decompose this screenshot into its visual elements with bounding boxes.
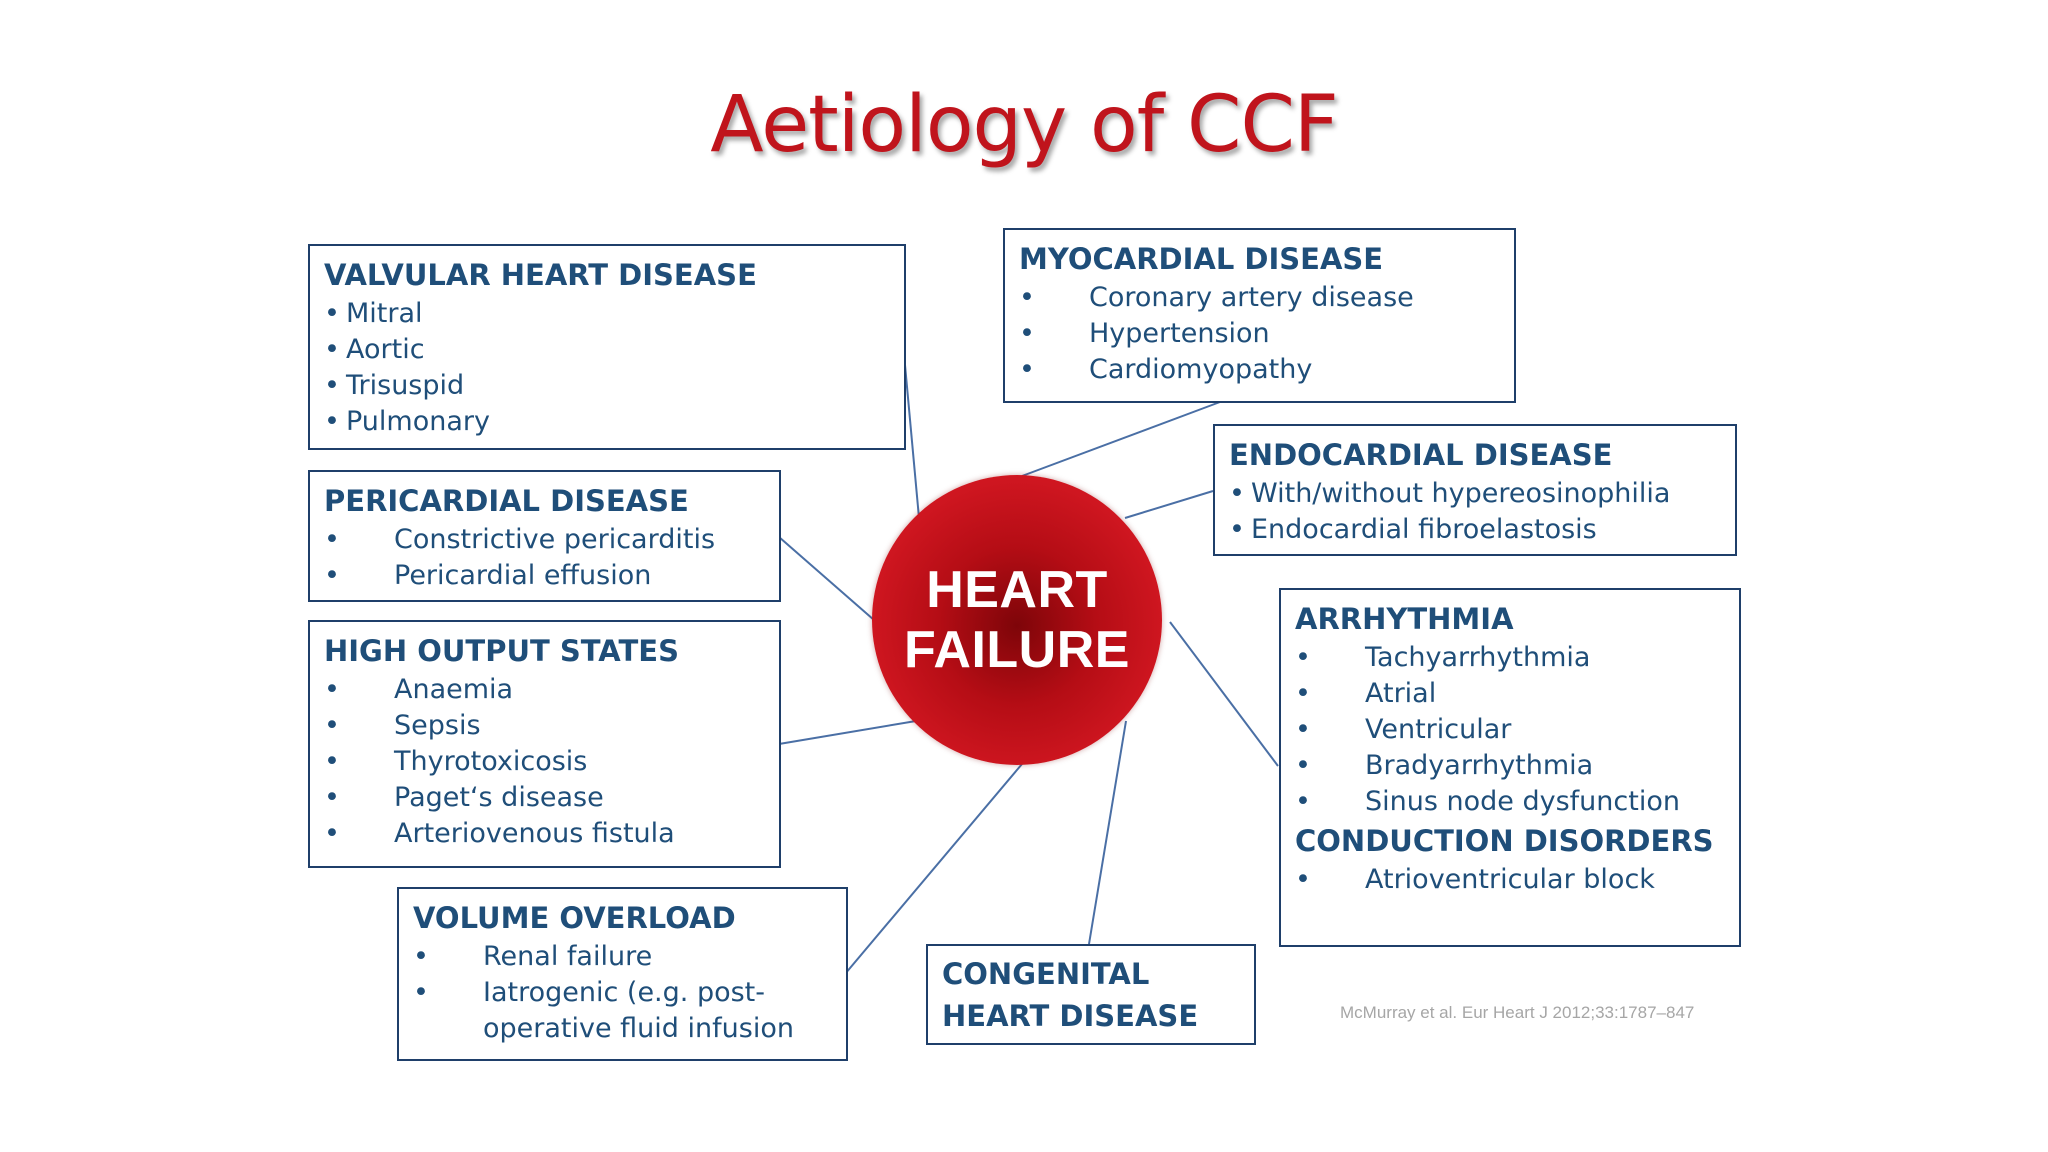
list-item: •Thyrotoxicosis: [324, 744, 765, 780]
item-list: •Renal failure •Iatrogenic (e.g. post-op…: [413, 939, 832, 1047]
connector-volume: [844, 763, 1023, 975]
item-list: •Atrioventricular block: [1295, 862, 1725, 898]
list-item: •Atrioventricular block: [1295, 862, 1725, 898]
hub-label-line1: HEART: [926, 561, 1108, 619]
heart-failure-hub: HEART FAILURE: [872, 475, 1162, 765]
list-item: •Iatrogenic (e.g. post-operative fluid i…: [413, 977, 794, 1044]
bullet-icon: •: [1019, 318, 1035, 349]
list-item: •With/without hypereosinophilia: [1229, 476, 1721, 512]
list-item: •Anaemia: [324, 672, 765, 708]
item-list: •Coronary artery disease •Hypertension •…: [1019, 280, 1500, 388]
myocardial-disease-box: MYOCARDIAL DISEASE •Coronary artery dise…: [1003, 228, 1516, 403]
item-list: •Anaemia •Sepsis •Thyrotoxicosis •Paget‘…: [324, 672, 765, 852]
bullet-icon: •: [324, 298, 340, 329]
bullet-icon: •: [324, 334, 340, 365]
citation: McMurray et al. Eur Heart J 2012;33:1787…: [1340, 1003, 1695, 1022]
list-item: •Ventricular: [1295, 712, 1725, 748]
high-output-states-box: HIGH OUTPUT STATES •Anaemia •Sepsis •Thy…: [308, 620, 781, 868]
connector-arrhythmia: [1169, 621, 1279, 767]
bullet-icon: •: [1295, 786, 1311, 817]
bullet-icon: •: [324, 746, 340, 777]
list-item: •Aortic: [324, 332, 890, 368]
list-item: •Constrictive pericarditis: [324, 522, 765, 558]
congenital-heart-disease-box: CONGENITAL HEART DISEASE: [926, 944, 1256, 1045]
bullet-icon: •: [324, 370, 340, 401]
bullet-icon: •: [413, 977, 429, 1008]
bullet-icon: •: [1019, 282, 1035, 313]
box-heading: PERICARDIAL DISEASE: [324, 484, 689, 518]
box-heading: CONGENITAL: [942, 957, 1150, 991]
list-item: •Paget‘s disease: [324, 780, 765, 816]
list-item: •Hypertension: [1019, 316, 1500, 352]
item-list: •With/without hypereosinophilia •Endocar…: [1229, 476, 1721, 548]
connector-high-output: [778, 720, 917, 745]
bullet-icon: •: [1019, 354, 1035, 385]
bullet-icon: •: [413, 941, 429, 972]
bullet-icon: •: [324, 710, 340, 741]
list-item: •Sinus node dysfunction: [1295, 784, 1725, 820]
box-heading: VALVULAR HEART DISEASE: [324, 258, 757, 292]
list-item: •Pulmonary: [324, 404, 890, 440]
bullet-icon: •: [324, 560, 340, 591]
box-heading: ENDOCARDIAL DISEASE: [1229, 438, 1613, 472]
list-item: •Coronary artery disease: [1019, 280, 1500, 316]
list-item: •Atrial: [1295, 676, 1725, 712]
endocardial-disease-box: ENDOCARDIAL DISEASE •With/without hypere…: [1213, 424, 1737, 556]
bullet-icon: •: [1229, 514, 1245, 545]
bullet-icon: •: [324, 674, 340, 705]
list-item: •Tachyarrhythmia: [1295, 640, 1725, 676]
list-item: •Pericardial effusion: [324, 558, 765, 594]
box-heading: MYOCARDIAL DISEASE: [1019, 242, 1384, 276]
box-heading: HIGH OUTPUT STATES: [324, 634, 679, 668]
box-heading: VOLUME OVERLOAD: [413, 901, 736, 935]
connector-pericardial: [778, 536, 875, 621]
bullet-icon: •: [324, 524, 340, 555]
box-heading: HEART DISEASE: [942, 999, 1199, 1033]
connector-congenital: [1088, 720, 1127, 945]
list-item: •Renal failure: [413, 939, 832, 975]
list-item: •Cardiomyopathy: [1019, 352, 1500, 388]
bullet-icon: •: [1295, 750, 1311, 781]
list-item: •Trisuspid: [324, 368, 890, 404]
bullet-icon: •: [1295, 714, 1311, 745]
bullet-icon: •: [324, 782, 340, 813]
box-heading: ARRHYTHMIA: [1295, 602, 1514, 636]
item-list: •Mitral •Aortic •Trisuspid •Pulmonary: [324, 296, 890, 440]
list-item: •Sepsis: [324, 708, 765, 744]
list-item: •Bradyarrhythmia: [1295, 748, 1725, 784]
hub-label-line2: FAILURE: [904, 621, 1130, 679]
bullet-icon: •: [1295, 642, 1311, 673]
list-item: •Mitral: [324, 296, 890, 332]
bullet-icon: •: [1295, 678, 1311, 709]
box-subheading: CONDUCTION DISORDERS: [1295, 824, 1714, 858]
arrhythmia-box: ARRHYTHMIA •Tachyarrhythmia •Atrial •Ven…: [1279, 588, 1741, 947]
connector-myocardial: [1021, 401, 1221, 477]
bullet-icon: •: [1229, 478, 1245, 509]
bullet-icon: •: [324, 818, 340, 849]
list-item: •Arteriovenous fistula: [324, 816, 765, 852]
connector-valvular: [903, 353, 920, 519]
item-list: •Constrictive pericarditis •Pericardial …: [324, 522, 765, 594]
valvular-heart-disease-box: VALVULAR HEART DISEASE •Mitral •Aortic •…: [308, 244, 906, 450]
item-list: •Tachyarrhythmia •Atrial •Ventricular •B…: [1295, 640, 1725, 820]
connector-endocardial: [1124, 490, 1214, 519]
bullet-icon: •: [324, 406, 340, 437]
bullet-icon: •: [1295, 864, 1311, 895]
pericardial-disease-box: PERICARDIAL DISEASE •Constrictive perica…: [308, 470, 781, 602]
volume-overload-box: VOLUME OVERLOAD •Renal failure •Iatrogen…: [397, 887, 848, 1061]
list-item: •Endocardial fibroelastosis: [1229, 512, 1721, 548]
slide-title: Aetiology of CCF: [710, 80, 1339, 170]
